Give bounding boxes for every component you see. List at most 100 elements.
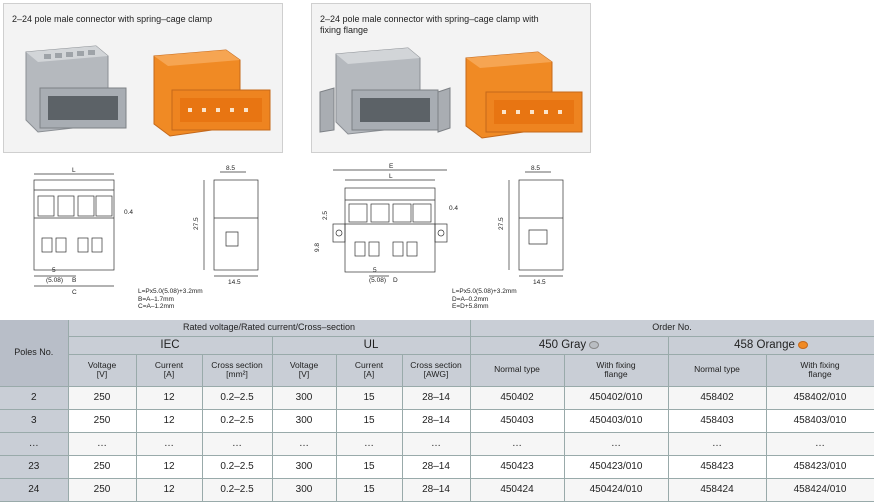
table-cell: … xyxy=(202,432,273,456)
table-cell: … xyxy=(402,432,471,456)
table-cell: 28–14 xyxy=(402,409,471,433)
column-header: Normal type xyxy=(470,354,565,387)
table-cell: 450424 xyxy=(470,478,565,502)
poles-cell: 23 xyxy=(0,455,69,479)
formula-note: L=Px5.0(5.08)+3.2mm D=A–0.2mm E=D+5.8mm xyxy=(452,288,517,310)
table-cell: 450403 xyxy=(470,409,565,433)
poles-cell: 2 xyxy=(0,386,69,410)
gray-series-header: 450 Gray xyxy=(470,336,669,355)
table-cell: 28–14 xyxy=(402,386,471,410)
rated-header: Rated voltage/Rated current/Cross–sectio… xyxy=(68,320,471,337)
panel-caption: 2–24 pole male connector with spring–cag… xyxy=(320,14,539,35)
dim-side: 0.4 xyxy=(124,209,133,216)
formula-note: L=Px5.0(5.08)+3.2mm B=A–1.7mm C=A–1.2mm xyxy=(138,288,203,310)
dim-B: B xyxy=(72,277,76,284)
orange-connector-image xyxy=(153,49,271,137)
table-cell: 0.2–2.5 xyxy=(202,386,273,410)
dim-width: 14.5 xyxy=(533,279,546,286)
table-cell: 15 xyxy=(336,455,403,479)
dim-depth: 8.5 xyxy=(226,165,235,172)
table-cell: 458403 xyxy=(668,409,767,433)
dim-height: 27.5 xyxy=(193,217,200,230)
column-header: Voltage [V] xyxy=(272,354,337,387)
table-cell: … xyxy=(470,432,565,456)
panel-caption: 2–24 pole male connector with spring–cag… xyxy=(12,14,213,24)
dim-L: L xyxy=(389,173,393,180)
ul-header: UL xyxy=(272,336,471,355)
table-cell: … xyxy=(272,432,337,456)
table-cell: 250 xyxy=(68,478,137,502)
column-header: Voltage [V] xyxy=(68,354,137,387)
table-cell: 0.2–2.5 xyxy=(202,409,273,433)
column-headers: Voltage [V]Current [A]Cross section [mm²… xyxy=(0,354,874,387)
table-cell: … xyxy=(68,432,137,456)
gray-swatch xyxy=(589,340,600,349)
dim-height: 27.5 xyxy=(498,217,505,230)
table-cell: 458403/010 xyxy=(766,409,874,433)
table-cell: 12 xyxy=(136,409,203,433)
order-header: Order No. xyxy=(470,320,874,337)
photo-panel-flange: 2–24 pole male connector with spring–cag… xyxy=(311,3,591,153)
column-header: Normal type xyxy=(668,354,767,387)
table-cell: 15 xyxy=(336,409,403,433)
table-cell: 450403/010 xyxy=(564,409,669,433)
dim-pitch: 5 xyxy=(52,267,56,274)
dim-side: 0.4 xyxy=(449,205,458,212)
column-header: Cross section [mm²] xyxy=(202,354,273,387)
orange-swatch xyxy=(797,340,808,349)
dimension-drawing-flange: E L 0.4 2.5 9.8 5 (5.08) D 8.5 27.5 14.5 xyxy=(314,163,564,286)
dim-depth: 8.5 xyxy=(531,165,540,172)
dimension-drawing-standard: L 0.4 5 (5.08) B C 8.5 27.5 14.5 xyxy=(33,165,259,296)
table-cell: 300 xyxy=(272,386,337,410)
table-cell: 450423/010 xyxy=(564,455,669,479)
table-cell: 300 xyxy=(272,455,337,479)
table-cell: 458402 xyxy=(668,386,767,410)
dim-D: D xyxy=(393,277,398,284)
dim-E: E xyxy=(389,163,394,170)
table-cell: 450402 xyxy=(470,386,565,410)
column-header: Current [A] xyxy=(336,354,403,387)
dim-width: 14.5 xyxy=(228,279,241,286)
table-cell: 450424/010 xyxy=(564,478,669,502)
connector-photo-pair xyxy=(25,45,271,137)
table-cell: 15 xyxy=(336,386,403,410)
table-cell: 12 xyxy=(136,386,203,410)
table-cell: 458423 xyxy=(668,455,767,479)
column-header: Cross section [AWG] xyxy=(402,354,471,387)
table-cell: … xyxy=(136,432,203,456)
table-cell: 458402/010 xyxy=(766,386,874,410)
table-cell: 0.2–2.5 xyxy=(202,455,273,479)
table-cell: … xyxy=(668,432,767,456)
dim-C: C xyxy=(72,289,77,296)
gray-flange-connector-image xyxy=(319,47,451,135)
orange-flange-connector-image xyxy=(465,51,583,139)
dim-pitch-alt: (5.08) xyxy=(369,277,386,284)
table-cell: 250 xyxy=(68,455,137,479)
table-cell: 450402/010 xyxy=(564,386,669,410)
table-cell: … xyxy=(336,432,403,456)
table-cell: 250 xyxy=(68,386,137,410)
poles-cell: 3 xyxy=(0,409,69,433)
dim-flange-top: 2.5 xyxy=(322,211,329,220)
gray-connector-image xyxy=(25,45,127,133)
table-cell: … xyxy=(766,432,874,456)
table-cell: 450423 xyxy=(470,455,565,479)
table-cell: 250 xyxy=(68,409,137,433)
table-cell: 28–14 xyxy=(402,478,471,502)
table-cell: 12 xyxy=(136,455,203,479)
poles-cell: 24 xyxy=(0,478,69,502)
table-cell: 12 xyxy=(136,478,203,502)
table-cell: 458423/010 xyxy=(766,455,874,479)
table-cell: 458424/010 xyxy=(766,478,874,502)
poles-header: Poles No. xyxy=(0,320,69,387)
dim-pitch: 5 xyxy=(373,267,377,274)
iec-header: IEC xyxy=(68,336,273,355)
dim-flange-height: 9.8 xyxy=(314,243,321,252)
connector-photo-pair xyxy=(319,47,583,139)
table-cell: 0.2–2.5 xyxy=(202,478,273,502)
table-cell: 28–14 xyxy=(402,455,471,479)
orange-series-header: 458 Orange xyxy=(668,336,874,355)
